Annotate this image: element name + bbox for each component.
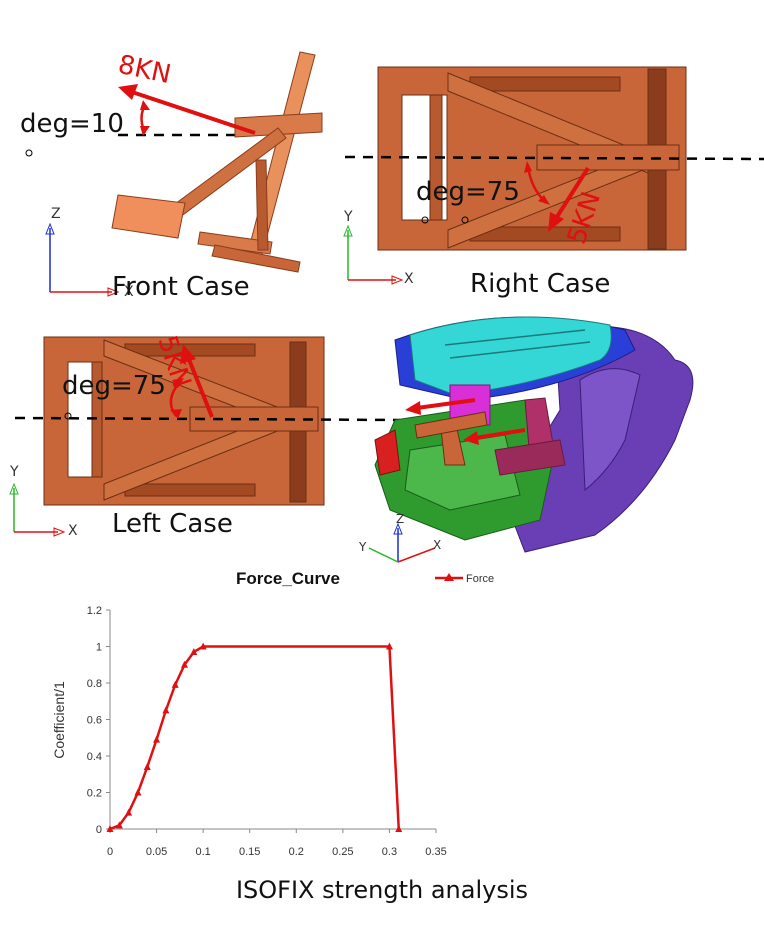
figure-caption: ISOFIX strength analysis bbox=[235, 876, 529, 904]
x-tick-label: 0.1 bbox=[195, 846, 210, 858]
front-case-label: Front Case bbox=[112, 272, 250, 302]
data-point bbox=[106, 825, 114, 832]
car-axis-x-label: X bbox=[433, 538, 442, 552]
data-point bbox=[395, 825, 403, 832]
y-tick-label: 0 bbox=[96, 824, 102, 836]
left-axis-x-label: X bbox=[68, 523, 78, 539]
right-case-panel: 5KN deg=75 Y X Right Case bbox=[330, 55, 764, 305]
right-case-frame-drawing bbox=[343, 66, 764, 285]
front-angle-label: deg=10 bbox=[20, 109, 124, 139]
left-angle-label: deg=75 bbox=[62, 371, 166, 401]
data-point bbox=[181, 660, 189, 668]
x-tick-label: 0.05 bbox=[146, 846, 167, 858]
data-point bbox=[162, 706, 170, 714]
right-axis-y-label: Y bbox=[344, 209, 353, 225]
y-tick-label: 1 bbox=[96, 642, 102, 654]
right-axis-x-label: X bbox=[404, 271, 414, 287]
left-case-label: Left Case bbox=[112, 509, 233, 539]
force-curve-chart: Force_Curve Force Coefficient/1 0 0.2 0.4 0… bbox=[51, 569, 494, 858]
x-tick-label: 0.15 bbox=[239, 846, 260, 858]
legend-force-label: Force bbox=[466, 573, 494, 585]
data-point bbox=[134, 788, 142, 796]
car-axis-z-label: Z bbox=[396, 512, 405, 526]
x-tick-label: 0.25 bbox=[332, 846, 353, 858]
front-case-frame-drawing bbox=[25, 51, 323, 297]
left-case-frame-drawing bbox=[9, 336, 400, 537]
front-axis-z-label: Z bbox=[51, 206, 61, 222]
chart-legend: Force bbox=[435, 573, 494, 585]
y-tick-label: 1.2 bbox=[87, 605, 102, 617]
data-point bbox=[385, 642, 393, 650]
y-tick-label: 0.6 bbox=[87, 715, 102, 727]
data-point bbox=[143, 762, 151, 770]
x-tick-label: 0 bbox=[107, 846, 113, 858]
right-angle-label: deg=75 bbox=[416, 177, 520, 207]
car-body-model-drawing bbox=[368, 316, 694, 563]
chart-title: Force_Curve bbox=[236, 569, 340, 588]
series-line-force bbox=[109, 645, 400, 831]
x-tick-label: 0.2 bbox=[289, 846, 304, 858]
data-point bbox=[190, 647, 198, 655]
left-axis-y-label: Y bbox=[10, 464, 19, 480]
front-case-panel: 8KN deg=10 Z X Front Case bbox=[0, 0, 370, 310]
right-case-label: Right Case bbox=[470, 269, 611, 299]
data-point bbox=[125, 808, 133, 816]
car-axis-y-label: Y bbox=[359, 540, 367, 554]
x-tick-label: 0.35 bbox=[425, 846, 446, 858]
data-point bbox=[171, 680, 179, 688]
y-tick-label: 0.4 bbox=[87, 751, 102, 763]
x-tick-label: 0.3 bbox=[382, 846, 397, 858]
car-body-panel: Z Y X bbox=[355, 290, 764, 570]
data-point bbox=[153, 735, 161, 743]
data-point bbox=[199, 642, 207, 650]
front-axis-x-label: X bbox=[124, 284, 134, 300]
y-tick-label: 0.8 bbox=[87, 678, 102, 690]
y-tick-label: 0.2 bbox=[87, 788, 102, 800]
left-case-panel: 5KN deg=75 Y X Left Case bbox=[0, 312, 400, 550]
chart-y-axis-label: Coefficient/1 bbox=[51, 681, 67, 759]
data-point bbox=[115, 821, 123, 829]
